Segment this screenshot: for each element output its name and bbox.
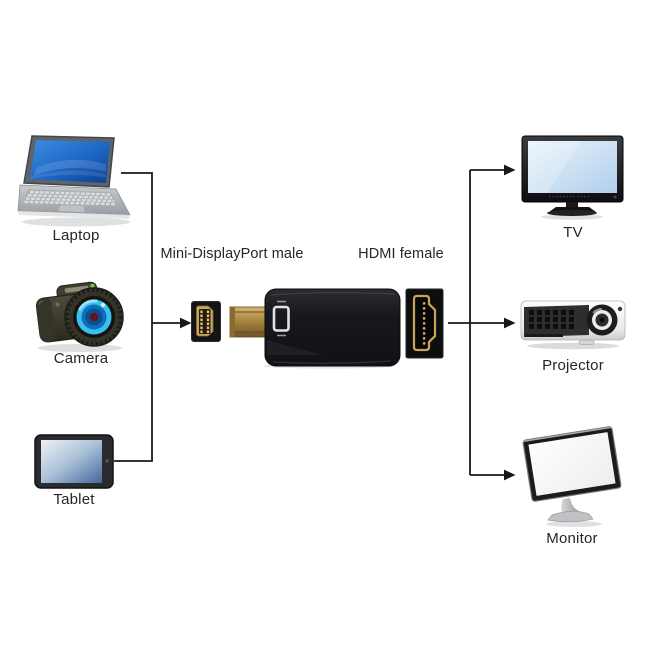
camera-figure <box>28 274 134 356</box>
tv-label: TV <box>563 224 583 241</box>
hdmi-connector-icon <box>405 288 444 359</box>
monitor-icon <box>522 426 622 527</box>
tablet-figure <box>34 434 114 490</box>
arrowhead-to-adapter <box>180 317 192 329</box>
monitor-label: Monitor <box>546 530 598 547</box>
arrowhead-to-projector <box>504 317 516 329</box>
tablet-label: Tablet <box>53 491 95 508</box>
laptop-label: Laptop <box>52 227 100 244</box>
projector-figure <box>517 294 629 352</box>
adapter-icon <box>229 288 401 369</box>
mini-displayport-male-label: Mini-DisplayPort male <box>160 246 304 262</box>
laptop-icon <box>17 135 131 227</box>
hdmi-female-label: HDMI female <box>358 246 444 262</box>
mini-displayport-connector-icon <box>191 301 221 342</box>
projector-label: Projector <box>542 357 604 374</box>
laptop-figure <box>14 124 138 228</box>
mini-displayport-figure <box>191 300 221 343</box>
tv-icon <box>521 135 624 220</box>
camera-icon <box>35 281 124 352</box>
projector-icon <box>520 300 626 350</box>
arrowhead-to-tv <box>504 164 516 176</box>
tv-figure <box>519 133 627 221</box>
monitor-figure <box>518 418 626 530</box>
arrowhead-to-monitor <box>504 469 516 481</box>
tablet-icon <box>34 434 114 489</box>
hdmi-figure <box>405 287 444 359</box>
adapter-figure <box>227 285 403 369</box>
left-junction-line <box>114 172 153 462</box>
camera-label: Camera <box>53 350 109 367</box>
